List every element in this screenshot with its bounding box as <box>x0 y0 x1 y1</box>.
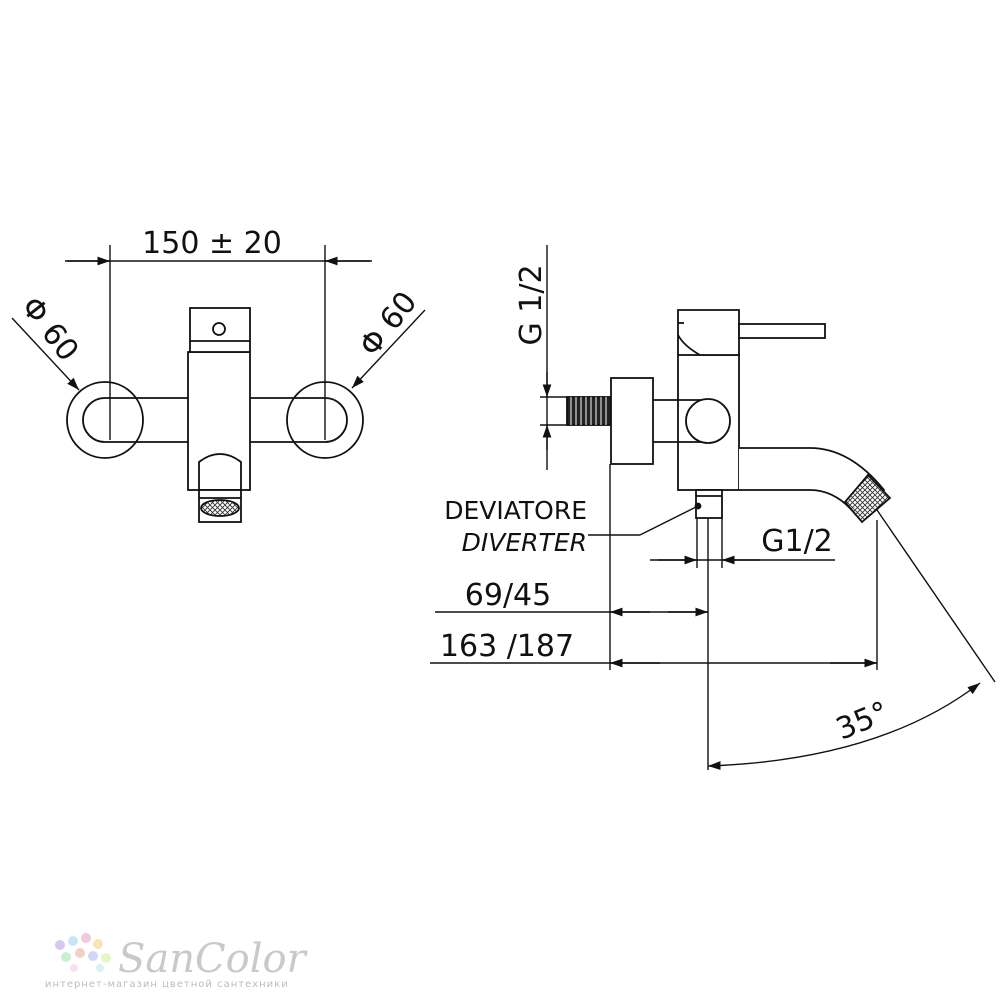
diverter-label-en: DIVERTER <box>462 528 587 557</box>
side-handle <box>677 309 740 356</box>
spout-aerator <box>843 473 892 524</box>
watermark-tagline: интернет-магазин цветной сантехники <box>45 979 289 990</box>
front-dimensions <box>11 245 426 440</box>
threaded-inlet <box>566 396 612 426</box>
width-dimension-label: 150 ± 20 <box>142 226 282 261</box>
outlet-thread-label: G1/2 <box>761 524 833 559</box>
diverter-knob <box>685 398 731 444</box>
depth-dimension-1-label: 69/45 <box>465 578 551 613</box>
left-arm <box>82 397 188 443</box>
lever <box>738 323 826 339</box>
right-arm <box>250 397 348 443</box>
diverter-label-it: DEVIATORE <box>444 496 587 525</box>
front-spout <box>198 453 242 490</box>
watermark: SanColor интернет-магазин цветной сантех… <box>45 933 309 990</box>
left-diameter-label: Φ 60 <box>14 290 85 368</box>
depth-dimension-2-label: 163 /187 <box>440 629 574 664</box>
left-flange <box>66 381 144 459</box>
inlet-thread-label: G 1/2 <box>514 264 549 345</box>
spout-angle-label: 35° <box>831 695 893 747</box>
indicator-dot <box>212 322 226 336</box>
lever-handle <box>189 307 251 353</box>
watermark-brand: SanColor <box>118 936 309 982</box>
side-flange <box>610 377 654 465</box>
right-diameter-label: Φ 60 <box>353 285 424 363</box>
side-dimensions <box>430 245 996 770</box>
side-view <box>566 309 892 524</box>
front-view <box>66 307 364 523</box>
watermark-logo-dots <box>55 933 111 972</box>
